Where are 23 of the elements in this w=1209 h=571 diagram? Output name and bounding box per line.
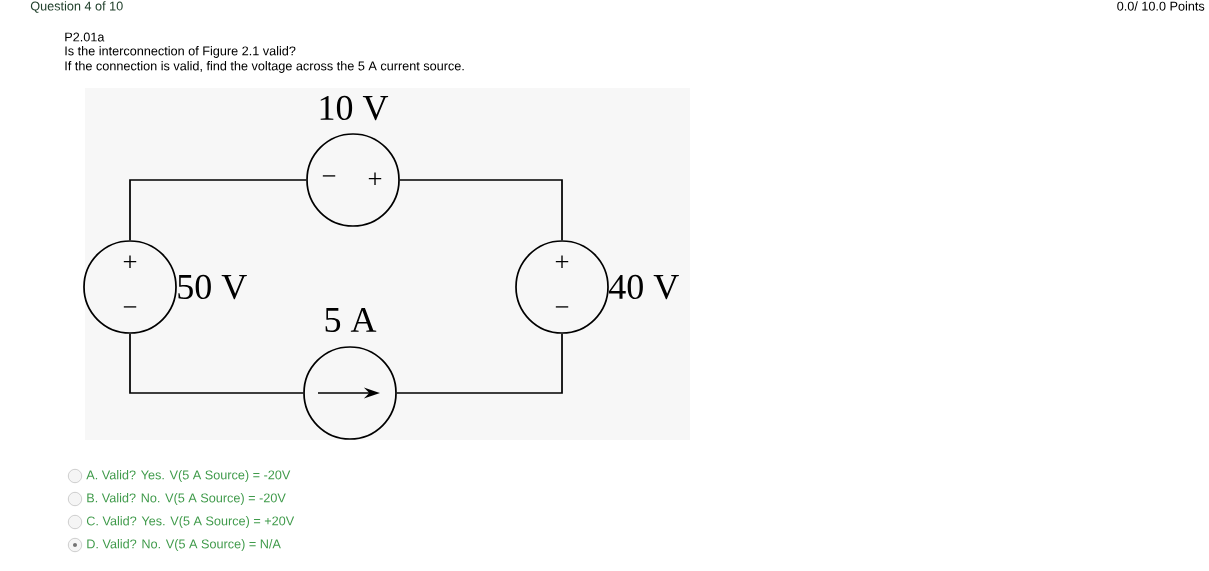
wire bbox=[396, 333, 563, 394]
value-label: 10 V bbox=[320, 95, 389, 121]
question-number: Question 4 of 10 bbox=[30, 1, 123, 13]
answer-option: D. Valid? No. V(5 A Source) = N/A bbox=[87, 539, 281, 551]
question-text: Is the interconnection of Figure 2.1 valid? bbox=[65, 46, 296, 58]
answer-option: C. Valid? Yes. V(5 A Source) = +20V bbox=[86, 516, 295, 528]
answer-option: B. Valid? No. V(5 A Source) = -20V bbox=[87, 493, 286, 505]
polarity-sign: − bbox=[322, 175, 336, 177]
polarity-sign: + bbox=[123, 255, 137, 268]
polarity-sign: − bbox=[555, 306, 569, 308]
polarity-sign: + bbox=[555, 255, 569, 268]
value-label: 5 A bbox=[325, 307, 377, 333]
answer-option: A. Valid? Yes. V(5 A Source) = -20V bbox=[86, 470, 291, 482]
points-text: 0.0/ 10.0 Points bbox=[1117, 1, 1205, 11]
wire bbox=[129, 333, 304, 394]
question-text: If the connection is valid, find the voltage across the 5 A current source. bbox=[65, 61, 464, 73]
polarity-sign: + bbox=[368, 172, 382, 185]
problem-id: P2.01a bbox=[65, 32, 105, 42]
value-label: 40 V bbox=[609, 274, 679, 300]
wire bbox=[129, 179, 307, 241]
wire bbox=[399, 179, 563, 241]
value-label: 50 V bbox=[178, 274, 247, 300]
polarity-sign: − bbox=[123, 306, 137, 308]
